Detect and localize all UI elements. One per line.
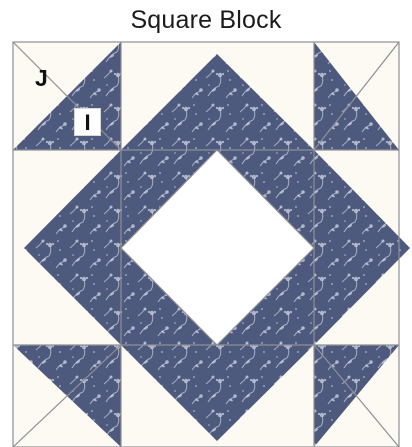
piece-label-j: J <box>35 65 51 91</box>
piece-label-i: I <box>74 108 101 136</box>
